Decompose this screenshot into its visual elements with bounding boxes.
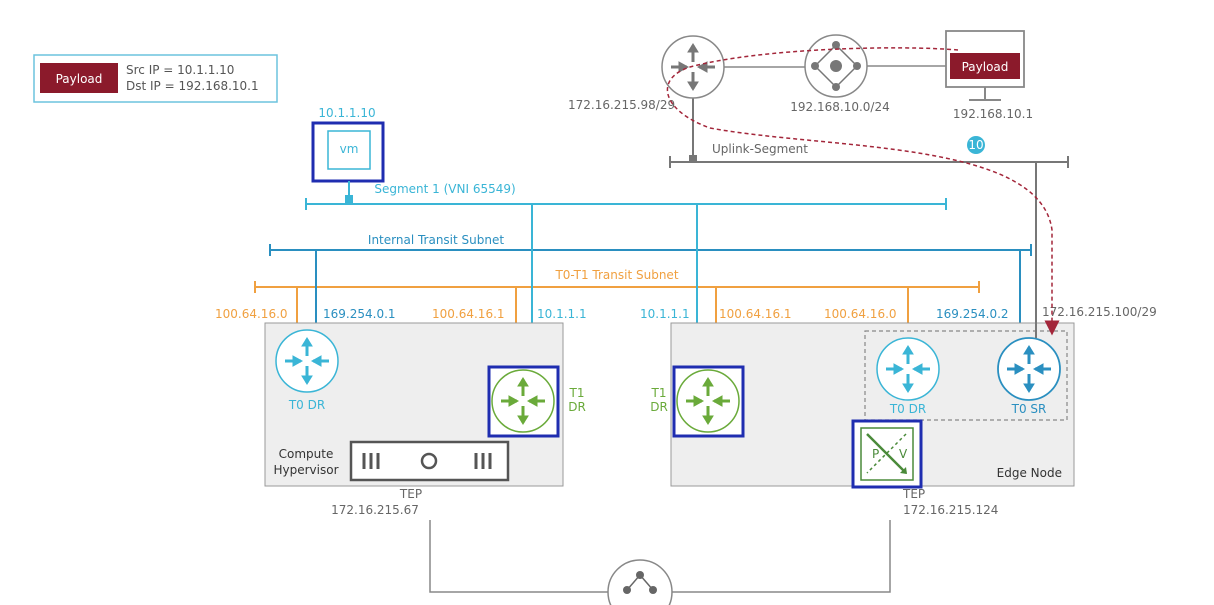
hypervisor-label-line1: Compute <box>279 447 334 461</box>
compute-tep-ip: 172.16.215.67 <box>331 503 419 517</box>
segment1-line <box>305 198 947 210</box>
destination-ip: 192.168.10.1 <box>953 107 1033 121</box>
pv-p-label: P <box>872 447 879 461</box>
vm-icon[interactable]: vm <box>311 121 385 183</box>
compute-t0dr-router-icon[interactable] <box>275 329 339 393</box>
edge-node-label: Edge Node <box>997 466 1062 480</box>
vm-ip: 10.1.1.10 <box>318 106 375 120</box>
compute-t1-label-line2: DR <box>568 400 586 414</box>
edge-t0sr-router-icon[interactable] <box>997 337 1061 401</box>
edge-t0dr-router-icon[interactable] <box>876 337 940 401</box>
legend-payload-badge <box>40 63 118 93</box>
packet-path-dashed <box>666 47 1060 336</box>
compute-tep-label: TEP <box>399 487 422 501</box>
network-hub-icon[interactable] <box>804 34 868 98</box>
edge-t1-orange-ip: 100.64.16.1 <box>719 307 792 321</box>
step-badge: 10 <box>967 136 985 154</box>
step-number: 10 <box>968 138 983 152</box>
edge-t1-label-line1: T1 <box>651 386 667 400</box>
t0t1-transit-line <box>254 281 980 293</box>
underlay-network-icon <box>607 559 673 605</box>
compute-t0-orange-ip: 100.64.16.0 <box>215 307 288 321</box>
compute-t1-blue-ip: 10.1.1.1 <box>537 307 587 321</box>
hypervisor-label-line2: Hypervisor <box>273 463 338 477</box>
legend-box: Payload Src IP = 10.1.1.10 Dst IP = 192.… <box>33 54 278 103</box>
uplink-segment-label: Uplink-Segment <box>712 142 808 156</box>
edge-tep-ip: 172.16.215.124 <box>903 503 998 517</box>
segment1-label: Segment 1 (VNI 65549) <box>374 182 515 196</box>
internal-transit-label: Internal Transit Subnet <box>368 233 504 247</box>
network-hub-ip: 192.168.10.0/24 <box>790 100 889 114</box>
physical-router-icon[interactable] <box>661 35 725 99</box>
t0t1-transit-label: T0-T1 Transit Subnet <box>554 268 678 282</box>
edge-t1-blue-ip: 10.1.1.1 <box>640 307 690 321</box>
compute-t1-orange-ip: 100.64.16.1 <box>432 307 505 321</box>
compute-t1-label-line1: T1 <box>569 386 585 400</box>
edge-tep-label: TEP <box>902 487 925 501</box>
destination-payload-label: Payload <box>962 60 1009 74</box>
edge-t0-orange-ip: 100.64.16.0 <box>824 307 897 321</box>
pv-v-label: V <box>899 447 908 461</box>
edge-sr-uplink-ip: 172.16.215.100/29 <box>1042 305 1157 319</box>
internal-transit-line <box>269 244 1032 256</box>
legend-dst-ip: Dst IP = 192.168.10.1 <box>126 79 259 93</box>
hypervisor-server-icon <box>349 440 510 482</box>
edge-t0-blue-ip: 169.254.0.2 <box>936 307 1009 321</box>
edge-t0sr-label: T0 SR <box>1011 402 1047 416</box>
edge-t1-label-line2: DR <box>650 400 668 414</box>
compute-t0dr-label: T0 DR <box>288 398 325 412</box>
destination-monitor-icon[interactable] <box>945 30 1025 101</box>
uplink-segment-line <box>669 156 1069 168</box>
tep-underlay-link <box>429 520 891 593</box>
physical-router-ip: 172.16.215.98/29 <box>568 98 675 112</box>
pv-switch-icon[interactable]: P V <box>851 419 923 489</box>
compute-t1dr-router-icon[interactable] <box>487 365 560 438</box>
compute-t0-blue-ip: 169.254.0.1 <box>323 307 396 321</box>
legend-src-ip: Src IP = 10.1.1.10 <box>126 63 234 77</box>
vm-label: vm <box>340 142 359 156</box>
edge-t0dr-label: T0 DR <box>889 402 926 416</box>
edge-t1dr-router-icon[interactable] <box>672 365 745 438</box>
legend-payload-label: Payload <box>56 72 103 86</box>
